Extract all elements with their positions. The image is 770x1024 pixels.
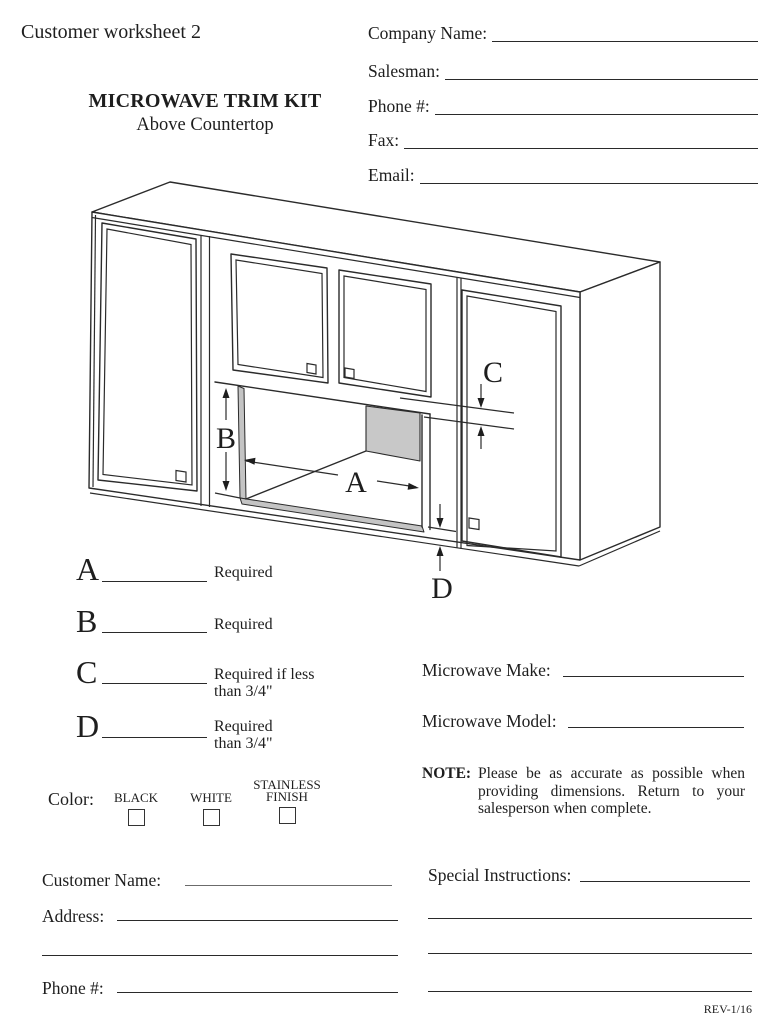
microwave-make-field[interactable] bbox=[563, 676, 744, 677]
dim-a-letter: A bbox=[76, 551, 100, 587]
microwave-make-label: Microwave Make: bbox=[422, 660, 551, 680]
microwave-model-field[interactable] bbox=[568, 727, 744, 728]
note-block: NOTE: Please be as accurate as possible … bbox=[422, 765, 745, 818]
phone-field[interactable] bbox=[434, 100, 758, 115]
address-field[interactable] bbox=[117, 920, 398, 921]
contact-row-phone: Phone #: bbox=[368, 95, 758, 117]
dim-d-letter: D bbox=[76, 708, 100, 744]
phone-label: Phone #: bbox=[368, 96, 430, 116]
salesman-field[interactable] bbox=[444, 65, 758, 80]
dim-a-note: Required bbox=[214, 564, 273, 581]
salesman-label: Salesman: bbox=[368, 61, 440, 81]
microwave-back-panel bbox=[365, 405, 421, 462]
note-text: Please be as accurate as possible when p… bbox=[478, 765, 745, 817]
dim-b-note: Required bbox=[214, 616, 273, 633]
dimension-b: B bbox=[216, 388, 236, 491]
color-stainless-checkbox[interactable] bbox=[278, 807, 296, 824]
email-field[interactable] bbox=[419, 169, 758, 184]
color-option-black: BLACK bbox=[106, 790, 166, 826]
contact-row-email: Email: bbox=[368, 164, 758, 186]
address-field-line-2[interactable] bbox=[42, 955, 398, 956]
special-instructions-label: Special Instructions: bbox=[428, 865, 572, 885]
diagram-label-d: D bbox=[431, 572, 453, 605]
dimension-d: D bbox=[427, 504, 457, 605]
contact-row-salesman: Salesman: bbox=[368, 60, 758, 82]
diagram-label-b: B bbox=[216, 422, 236, 455]
color-option-stainless: STAINLESS FINISH bbox=[250, 777, 324, 824]
dim-c-letter: C bbox=[76, 654, 98, 690]
address-label: Address: bbox=[42, 906, 105, 926]
color-option-stainless-label: STAINLESS FINISH bbox=[253, 777, 321, 804]
color-white-checkbox[interactable] bbox=[202, 808, 220, 826]
revision-code: REV-1/16 bbox=[703, 1002, 752, 1016]
color-label: Color: bbox=[48, 789, 95, 809]
fax-label: Fax: bbox=[368, 130, 400, 150]
special-instructions-line-4[interactable] bbox=[428, 991, 752, 992]
microwave-opening bbox=[214, 381, 431, 533]
dim-c-field[interactable] bbox=[102, 683, 207, 684]
dim-d-note: Required than 3/4" bbox=[214, 718, 273, 752]
dim-b-letter: B bbox=[76, 603, 98, 639]
special-instructions-line-3[interactable] bbox=[428, 953, 752, 954]
customer-name-field[interactable] bbox=[185, 885, 392, 886]
dim-a-field[interactable] bbox=[102, 581, 207, 582]
customer-phone-field[interactable] bbox=[117, 992, 398, 993]
diagram-label-a: A bbox=[345, 466, 367, 499]
page-title: Customer worksheet 2 bbox=[21, 21, 201, 43]
special-instructions-line-2[interactable] bbox=[428, 918, 752, 919]
color-option-black-label: BLACK bbox=[113, 790, 159, 805]
upper-door-right bbox=[338, 269, 432, 398]
contact-row-fax: Fax: bbox=[368, 129, 758, 151]
customer-name-label: Customer Name: bbox=[42, 870, 162, 890]
dimension-c: C bbox=[399, 356, 515, 449]
dimension-a: A bbox=[244, 457, 419, 499]
dim-b-field[interactable] bbox=[102, 632, 207, 633]
dim-c-note: Required if less than 3/4" bbox=[214, 666, 315, 700]
company-name-field[interactable] bbox=[492, 27, 758, 42]
company-name-label: Company Name: bbox=[368, 23, 488, 43]
microwave-model-label: Microwave Model: bbox=[422, 711, 557, 731]
product-subtitle: Above Countertop bbox=[136, 115, 274, 135]
email-label: Email: bbox=[368, 165, 415, 185]
customer-phone-label: Phone #: bbox=[42, 978, 104, 998]
right-door bbox=[461, 289, 562, 558]
special-instructions-field[interactable] bbox=[580, 881, 750, 882]
color-black-checkbox[interactable] bbox=[127, 808, 145, 826]
product-title: MICROWAVE TRIM KIT bbox=[88, 90, 322, 112]
left-door bbox=[97, 222, 198, 492]
fax-field[interactable] bbox=[404, 134, 758, 149]
frame-stiles bbox=[200, 235, 462, 549]
contact-row-company: Company Name: bbox=[368, 22, 758, 44]
diagram-label-c: C bbox=[483, 356, 503, 389]
color-option-white-label: WHITE bbox=[190, 790, 232, 805]
note-label: NOTE: bbox=[422, 765, 472, 782]
upper-door-left bbox=[230, 253, 329, 384]
color-option-white: WHITE bbox=[182, 790, 240, 826]
dim-d-field[interactable] bbox=[102, 737, 207, 738]
